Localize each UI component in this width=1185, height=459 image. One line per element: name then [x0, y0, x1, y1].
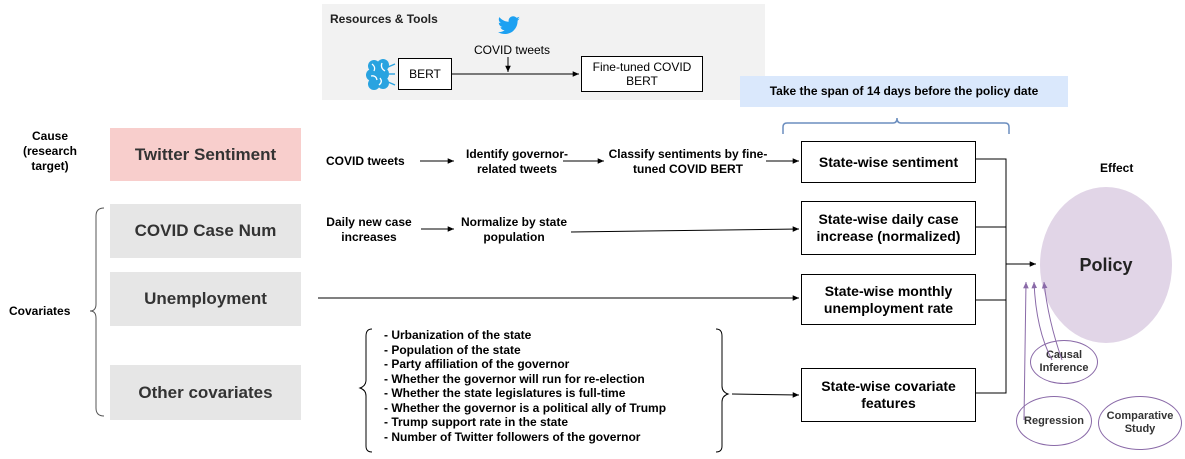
covariate-item: - Whether the governor is a political al… — [384, 400, 667, 415]
resources-title: Resources & Tools — [330, 12, 438, 26]
policy-label: Policy — [1079, 255, 1133, 275]
covariate-item: - Whether the state legislatures is full… — [384, 386, 626, 400]
brain-icon — [366, 59, 396, 90]
state-unemployment-box: State-wise monthly unemployment rate — [801, 274, 976, 325]
covariate-item: - Urbanization of the state — [384, 328, 532, 342]
effect-label: Effect — [1100, 161, 1134, 175]
regression-circle: Regression — [1016, 396, 1092, 446]
causal-inference-circle: Causal Inference — [1030, 340, 1098, 384]
covariate-item: - Population of the state — [384, 342, 521, 357]
state-case-increase-box: State-wise daily case increase (normaliz… — [801, 201, 976, 255]
row2-daily-cases: Daily new case increases — [326, 215, 412, 244]
row1-identify-step: Identify governor-related tweets — [465, 147, 568, 176]
covariate-list: - Urbanization of the state - Population… — [384, 328, 724, 444]
twitter-bird-icon — [497, 16, 520, 34]
finetuned-bert-box: Fine-tuned COVID BERT — [581, 56, 703, 92]
policy-ellipse — [1040, 187, 1172, 343]
state-covariate-box: State-wise covariate features — [801, 368, 976, 422]
span-note: Take the span of 14 days before the poli… — [740, 76, 1068, 107]
cause-label: Cause (research target) — [22, 129, 78, 173]
row1-covid-tweets: COVID tweets — [326, 154, 405, 168]
covariate-item: - Number of Twitter followers of the gov… — [384, 429, 641, 444]
twitter-sentiment-box: Twitter Sentiment — [110, 128, 301, 181]
row1-classify-step: Classify sentiments by fine-tuned COVID … — [608, 147, 768, 176]
covariate-item: - Whether the governor will run for re-e… — [384, 371, 645, 386]
covariate-item: - Party affiliation of the governor — [384, 357, 570, 371]
covariate-item: - Trump support rate in the state — [384, 415, 569, 429]
covid-case-num-box: COVID Case Num — [110, 204, 301, 258]
row2-normalize-step: Normalize by state population — [460, 215, 568, 244]
state-sentiment-box: State-wise sentiment — [801, 141, 976, 183]
unemployment-box: Unemployment — [110, 272, 301, 326]
comparative-study-circle: Comparative Study — [1098, 396, 1182, 450]
covariates-label: Covariates — [9, 304, 71, 318]
resources-covid-tweets: COVID tweets — [474, 43, 551, 57]
bert-box: BERT — [398, 58, 452, 90]
other-covariates-box: Other covariates — [110, 365, 301, 420]
